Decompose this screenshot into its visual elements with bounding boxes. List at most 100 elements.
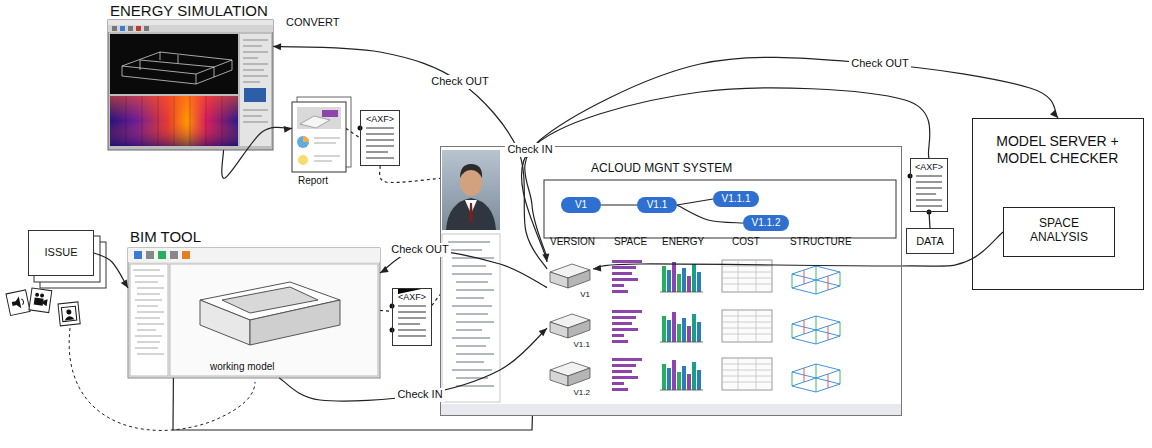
bim-screenshot — [133, 270, 164, 354]
analysis-box: SPACE ANALYSIS — [1003, 207, 1115, 257]
energy-screenshot — [108, 20, 273, 150]
flow-line — [222, 127, 292, 178]
connector — [677, 199, 713, 205]
energy-screenshot — [128, 26, 133, 31]
version-pill: V1.1 — [637, 197, 677, 213]
bim-screenshot — [200, 300, 250, 345]
mgmt-window-parts — [441, 404, 901, 415]
energy-screenshot — [110, 96, 238, 146]
connector — [929, 212, 930, 228]
flow-line — [94, 253, 128, 288]
thumb-label: V1.2 — [574, 388, 590, 398]
dashed-link — [432, 295, 440, 306]
flow-line — [677, 205, 743, 223]
mgmt-window-parts — [446, 198, 496, 230]
energy-screenshot — [110, 34, 238, 94]
edge-label: Check OUT — [389, 243, 450, 256]
report-pages — [297, 107, 341, 129]
energy-screenshot — [243, 40, 268, 122]
flow-line — [273, 46, 547, 269]
report-pages — [322, 110, 338, 117]
connector — [677, 205, 743, 223]
arrowhead — [539, 328, 547, 336]
bim-screenshot — [250, 300, 340, 345]
file-tag: <AXF> — [915, 162, 943, 173]
bim-screenshot — [182, 251, 190, 259]
version-tag: V1.1.1 — [722, 193, 751, 205]
energy-screenshot — [144, 26, 149, 31]
version-pill: V1.1.1 — [713, 191, 759, 207]
server-title: MODEL SERVER + MODEL CHECKER — [983, 133, 1133, 167]
data-label: DATA — [916, 235, 944, 248]
version-tag: V1 — [575, 199, 587, 211]
media-icons — [43, 299, 48, 306]
connector — [346, 128, 360, 138]
version-thumb: V1 — [547, 255, 593, 302]
report-pages — [314, 138, 340, 161]
connector — [279, 328, 547, 401]
energy-screenshot — [108, 20, 273, 25]
energy-screenshot — [112, 26, 117, 31]
version-pill: V1.1.2 — [743, 215, 789, 231]
thumb-label: V1 — [580, 290, 590, 300]
media-icons — [6, 290, 30, 316]
media-icons — [6, 290, 30, 316]
arrowhead — [121, 279, 128, 288]
energy-screenshot — [122, 52, 232, 84]
column-header: SPACE — [614, 236, 647, 248]
mgmt-window-parts — [460, 164, 482, 178]
report-pages — [298, 155, 308, 165]
version-pill: V1 — [561, 197, 601, 213]
panel-heading: BIM TOOL — [130, 228, 201, 246]
issue-label: ISSUE — [44, 246, 77, 259]
data-box: DATA — [906, 228, 954, 254]
version-thumb: V1.2 — [547, 353, 593, 400]
model-caption: working model — [210, 361, 274, 373]
mgmt-window-parts — [550, 310, 840, 344]
panel-heading: ENERGY SIMULATION — [110, 2, 268, 20]
media-icons — [35, 293, 40, 298]
axf-file-lines — [358, 126, 943, 337]
energy-screenshot — [126, 96, 222, 146]
bim-screenshot — [128, 248, 380, 378]
version-thumb: V1.1 — [547, 305, 593, 352]
column-header: STRUCTURE — [790, 236, 852, 248]
axf-file: <AXF> — [360, 110, 400, 166]
dashed-link — [380, 310, 392, 312]
mgmt-window-parts — [550, 358, 840, 392]
edge-label: Check IN — [395, 388, 444, 401]
media-icons — [21, 299, 24, 305]
bim-screenshot — [134, 251, 142, 259]
bim-screenshot — [130, 264, 168, 376]
energy-screenshot — [136, 26, 141, 31]
mgmt-window: ACLOUD MGNT SYSTEMV1V1.1V1.1.1V1.1.2V1V1… — [440, 146, 902, 416]
report-pages — [292, 102, 346, 172]
flow-line — [525, 57, 1058, 257]
arrowhead — [273, 43, 281, 50]
bim-screenshot — [128, 248, 380, 378]
connector — [222, 126, 292, 178]
connector — [94, 253, 128, 288]
arrowhead — [284, 126, 292, 133]
report-pages — [297, 136, 309, 148]
axf-file: <AXF> — [392, 288, 432, 346]
file-tag: <AXF> — [398, 292, 426, 303]
module-label: SPACE ANALYSIS — [1014, 216, 1104, 245]
report-pages — [300, 116, 330, 128]
bim-screenshot — [170, 264, 378, 376]
axf-file-lines — [916, 176, 942, 206]
connector — [525, 57, 1058, 257]
flow-line — [601, 204, 637, 205]
media-icons — [40, 293, 45, 298]
version-tag: V1.1 — [647, 199, 668, 211]
axf-file: <AXF> — [910, 158, 948, 212]
connector — [173, 378, 532, 430]
flow-label: CONVERT — [286, 16, 340, 29]
column-header: COST — [732, 236, 760, 248]
connector — [380, 310, 392, 312]
connector — [601, 205, 637, 206]
bim-screenshot — [146, 251, 154, 259]
media-icons — [58, 302, 80, 326]
mgmt-window-parts — [442, 150, 500, 230]
